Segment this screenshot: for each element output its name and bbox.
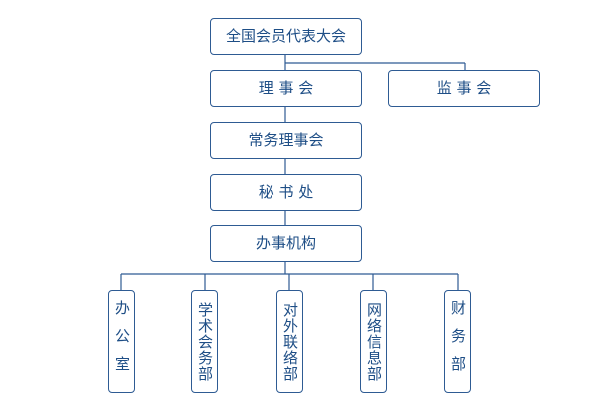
- node-supervisory: 监 事 会: [388, 70, 540, 107]
- node-secretariat: 秘 书 处: [210, 174, 362, 211]
- node-dept-finance: 财务部: [444, 290, 471, 393]
- node-office-agency-label: 办事机构: [255, 234, 316, 252]
- node-secretariat-label: 秘 书 处: [258, 183, 314, 201]
- node-standing-council-label: 常务理事会: [248, 131, 324, 149]
- node-supervisory-label: 监 事 会: [436, 79, 492, 97]
- node-dept-academic: 学术会务部: [191, 290, 218, 393]
- node-dept-network-label: 网络信息部: [365, 301, 383, 382]
- node-dept-network: 网络信息部: [360, 290, 387, 393]
- node-dept-finance-label: 财务部: [449, 299, 467, 384]
- node-dept-office: 办公室: [108, 290, 135, 393]
- node-council: 理 事 会: [210, 70, 362, 107]
- node-congress: 全国会员代表大会: [210, 18, 362, 55]
- node-council-label: 理 事 会: [258, 79, 314, 97]
- node-congress-label: 全国会员代表大会: [225, 27, 346, 45]
- node-dept-external-label: 对外联络部: [281, 301, 299, 382]
- node-standing-council: 常务理事会: [210, 122, 362, 159]
- node-dept-external: 对外联络部: [276, 290, 303, 393]
- node-dept-academic-label: 学术会务部: [196, 301, 214, 382]
- node-dept-office-label: 办公室: [113, 299, 131, 384]
- node-office-agency: 办事机构: [210, 225, 362, 262]
